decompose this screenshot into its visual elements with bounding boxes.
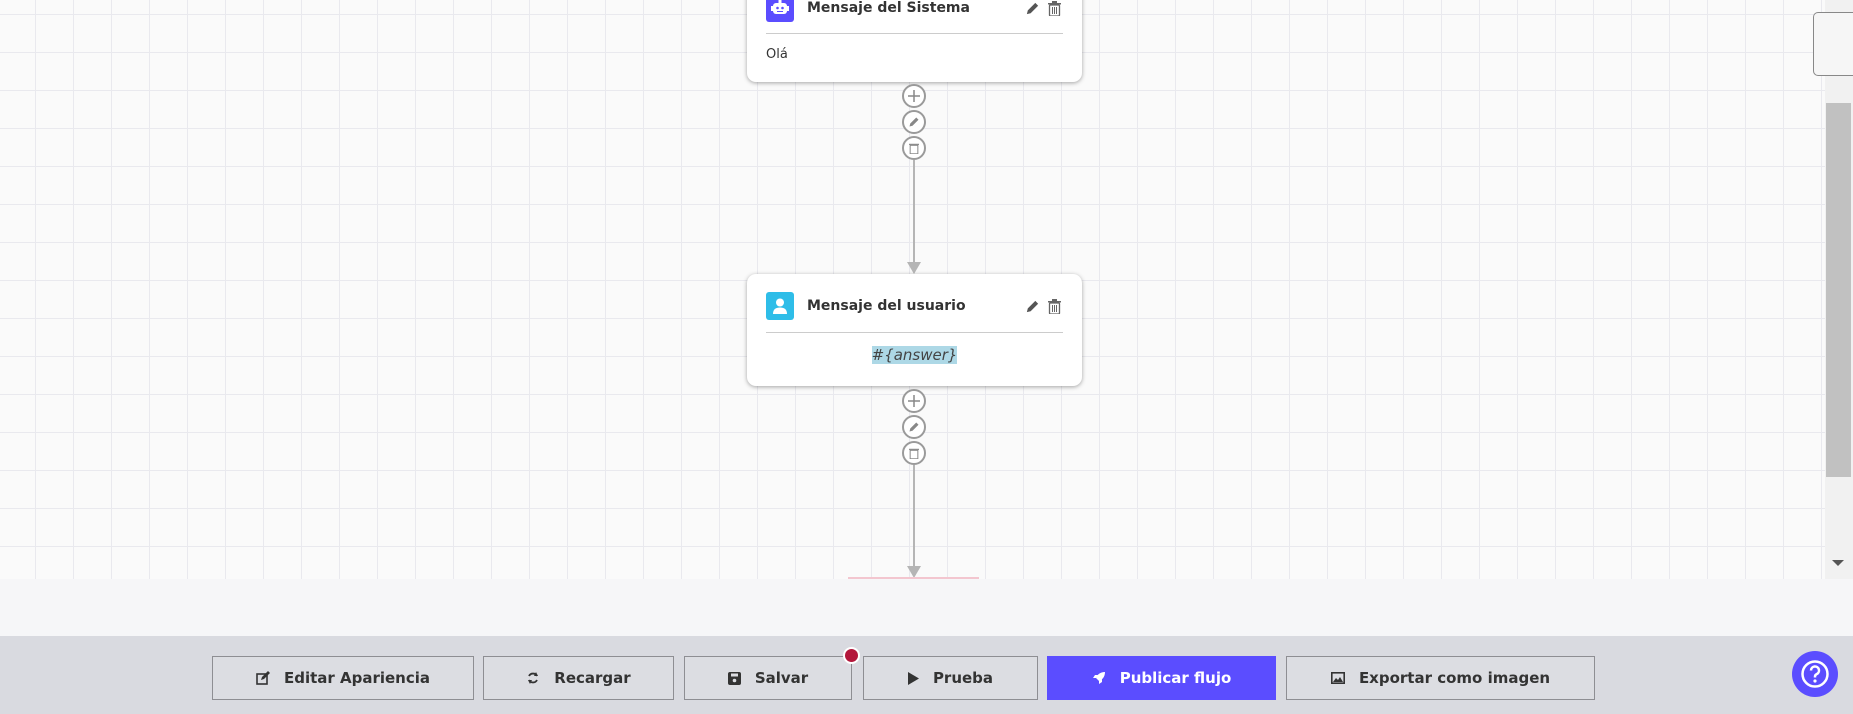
delete-connection-button[interactable] [902,441,926,465]
bottom-toolbar: Editar Apariencia Recargar Salvar Prueba… [0,636,1853,714]
arrow-down-icon [907,262,921,274]
node-user-message[interactable]: Mensaje del usuario #{answer} [747,274,1082,386]
test-button[interactable]: Prueba [863,656,1038,700]
rocket-icon [1092,672,1105,684]
help-button[interactable] [1792,651,1838,697]
unsaved-changes-badge [843,647,860,664]
add-node-button[interactable] [902,84,926,108]
node-title: Mensaje del Sistema [807,0,970,16]
minimap-panel[interactable] [1813,12,1853,76]
connector-line [913,465,915,567]
reload-button[interactable]: Recargar [483,656,674,700]
edit-node-icon[interactable] [1023,297,1041,315]
flow-canvas[interactable]: Mensaje del Sistema Olá Mensaje del usua… [0,0,1825,579]
scroll-down-icon[interactable] [1832,560,1844,566]
node-content: #{answer} [871,346,958,364]
save-icon [727,671,741,685]
edit-icon [256,671,270,685]
image-icon [1330,672,1345,684]
user-icon [766,292,794,320]
delete-node-icon[interactable] [1045,297,1063,315]
connector-line [913,160,915,264]
export-image-button[interactable]: Exportar como imagen [1286,656,1595,700]
edit-connection-button[interactable] [902,415,926,439]
edit-appearance-button[interactable]: Editar Apariencia [212,656,474,700]
refresh-icon [528,672,539,684]
edit-connection-button[interactable] [902,110,926,134]
arrow-down-icon [907,566,921,578]
robot-icon [766,0,794,22]
node-system-message[interactable]: Mensaje del Sistema Olá [747,0,1082,82]
publish-flow-button[interactable]: Publicar flujo [1047,656,1276,700]
node-title: Mensaje del usuario [807,298,966,314]
add-node-button[interactable] [902,389,926,413]
delete-connection-button[interactable] [902,136,926,160]
node-content: Olá [766,47,788,62]
play-icon [907,671,919,685]
next-node-edge [848,577,979,579]
scrollbar-thumb[interactable] [1826,103,1851,477]
delete-node-icon[interactable] [1045,0,1063,17]
question-icon [1801,660,1829,688]
edit-node-icon[interactable] [1023,0,1041,17]
save-button[interactable]: Salvar [684,656,852,700]
